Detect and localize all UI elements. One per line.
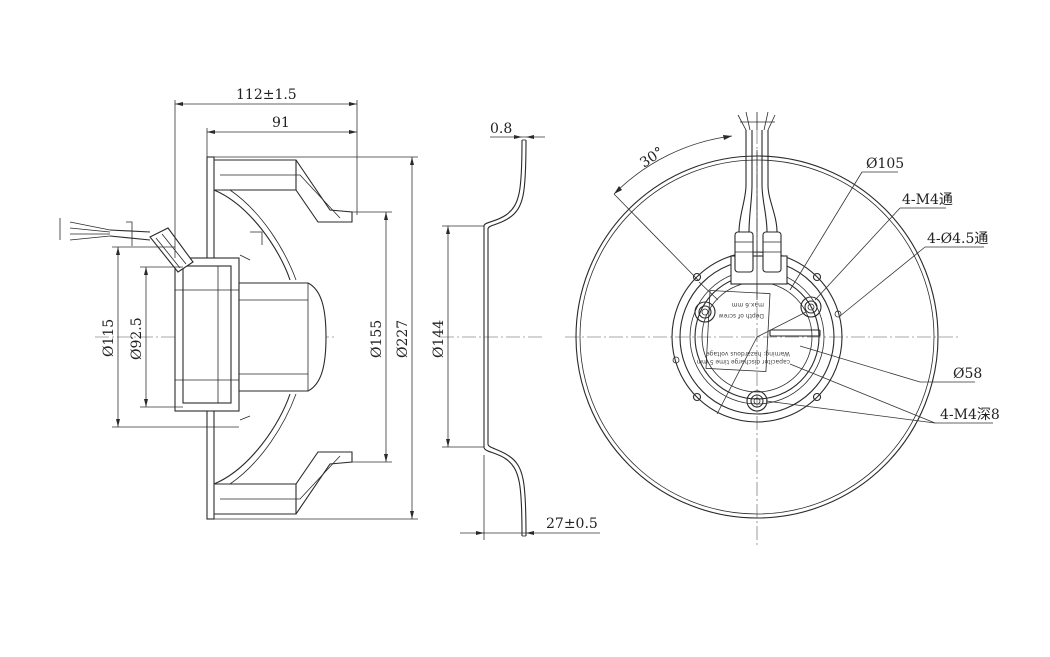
callout-mount-holes: 4-Ø4.5通 bbox=[927, 231, 988, 247]
label-line2: Depth of screw bbox=[719, 312, 764, 319]
label-line3: Warning: hazardous voltage bbox=[706, 350, 790, 357]
boss-top-right bbox=[800, 296, 822, 318]
dim-overall-depth: 112±1.5 bbox=[236, 87, 297, 103]
boss-top-left bbox=[694, 301, 716, 323]
dim-inlet-dia: Ø155 bbox=[369, 320, 385, 358]
front-view: max.6 mm Depth of screw Warning: hazardo… bbox=[565, 111, 1000, 545]
dim-motor-hub-dia: Ø92.5 bbox=[129, 317, 145, 360]
dim-inlet-thickness: 0.8 bbox=[490, 121, 512, 137]
label-line1: max.6 mm bbox=[731, 301, 764, 308]
callout-center-dia: Ø58 bbox=[953, 366, 982, 382]
dim-impeller-dia: Ø227 bbox=[395, 320, 411, 358]
side-view: 112±1.5 91 Ø115 Ø92.5 Ø155 Ø227 bbox=[59, 87, 418, 520]
callout-through-holes: 4-M4通 bbox=[902, 192, 953, 208]
dim-inlet-depth: 27±0.5 bbox=[546, 516, 598, 532]
dim-inlet-ring-dia: Ø144 bbox=[431, 320, 447, 358]
callout-bolt-circle: Ø105 bbox=[866, 156, 904, 172]
label-line4: capacitor discharge time 5 min bbox=[696, 358, 790, 365]
angle-label: 30° bbox=[637, 144, 667, 171]
inlet-ring-section: 0.8 Ø144 27±0.5 bbox=[431, 121, 600, 540]
dim-impeller-depth: 91 bbox=[272, 115, 290, 131]
callout-threaded-holes: 4-M4深8 bbox=[940, 407, 1000, 423]
dim-motor-dia: Ø115 bbox=[101, 319, 117, 357]
